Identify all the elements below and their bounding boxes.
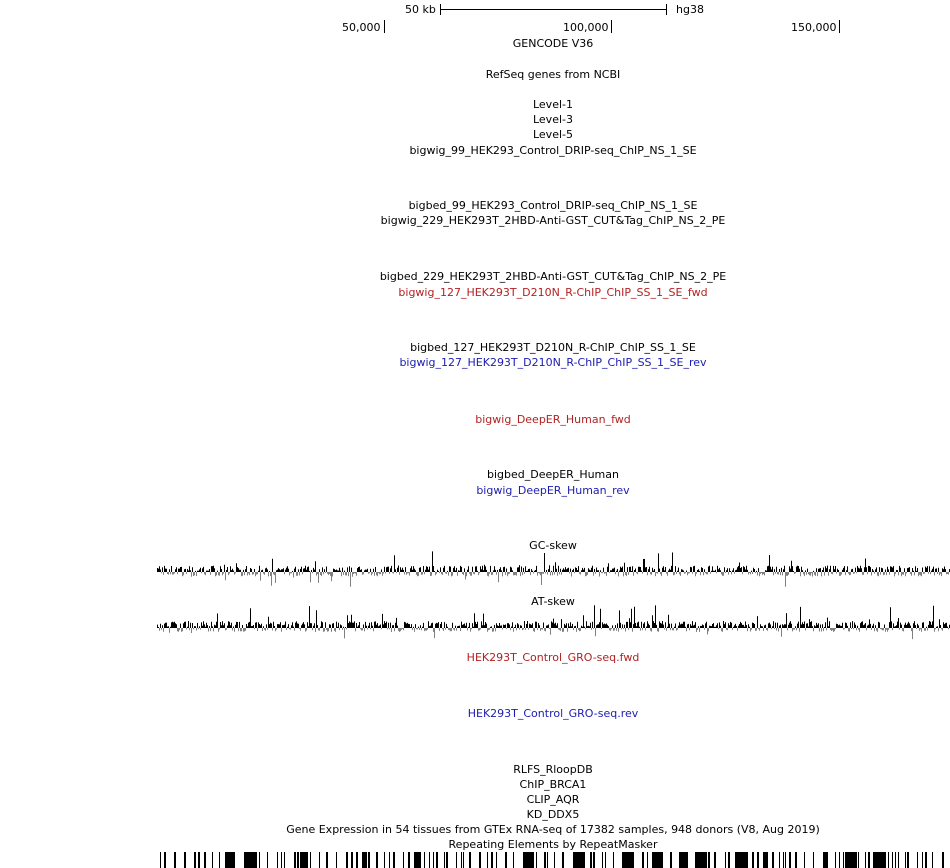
ruler-tick-label-3: 150,000 [791,21,837,34]
scale-bar-label: 50 kb [405,3,436,16]
track-label-bigwig-229[interactable]: bigwig_229_HEK293T_2HBD-Anti-GST_CUT&Tag… [380,214,726,227]
track-label-gc-skew[interactable]: GC-skew [529,539,577,552]
track-label-chip-brca1[interactable]: ChIP_BRCA1 [519,778,587,791]
track-label-bigbed-229[interactable]: bigbed_229_HEK293T_2HBD-Anti-GST_CUT&Tag… [379,270,727,283]
gc-skew-wiggle [157,551,950,587]
track-label-deeper-fwd[interactable]: bigwig_DeepER_Human_fwd [475,413,631,426]
repeatmasker-track [160,852,944,868]
track-label-kd-ddx5[interactable]: KD_DDX5 [526,808,580,821]
track-label-level-1[interactable]: Level-1 [532,98,573,111]
ruler-tick-label-2: 100,000 [563,21,609,34]
track-label-gro-seq-fwd[interactable]: HEK293T_Control_GRO-seq.fwd [466,651,640,664]
ruler-tick-label-1: 50,000 [342,21,381,34]
track-label-gtex[interactable]: Gene Expression in 54 tissues from GTEx … [286,823,820,836]
track-label-bigwig-127-fwd[interactable]: bigwig_127_HEK293T_D210N_R-ChIP_ChIP_SS_… [398,286,708,299]
track-label-clip-aqr[interactable]: CLIP_AQR [526,793,580,806]
track-label-refseq[interactable]: RefSeq genes from NCBI [485,68,621,81]
at-skew-wiggle [157,605,950,640]
track-label-gro-seq-rev[interactable]: HEK293T_Control_GRO-seq.rev [467,707,639,720]
ruler-ticks [384,20,840,33]
track-label-gencode[interactable]: GENCODE V36 [512,37,594,50]
track-label-at-skew[interactable]: AT-skew [531,595,575,608]
track-label-level-5[interactable]: Level-5 [532,128,573,141]
track-label-repeatmasker[interactable]: Repeating Elements by RepeatMasker [448,838,658,851]
track-label-bigbed-127[interactable]: bigbed_127_HEK293T_D210N_R-ChIP_ChIP_SS_… [410,341,696,354]
track-label-level-3[interactable]: Level-3 [532,113,573,126]
track-label-deeper-rev[interactable]: bigwig_DeepER_Human_rev [476,484,630,497]
track-label-bigwig-127-rev[interactable]: bigwig_127_HEK293T_D210N_R-ChIP_ChIP_SS_… [399,356,707,369]
assembly-label: hg38 [676,3,704,16]
track-label-rlfs[interactable]: RLFS_RloopDB [513,763,593,776]
track-label-bigbed-99[interactable]: bigbed_99_HEK293_Control_DRIP-seq_ChIP_N… [408,199,698,212]
track-label-bigwig-99[interactable]: bigwig_99_HEK293_Control_DRIP-seq_ChIP_N… [409,144,697,157]
scale-bar [440,4,667,15]
track-label-deeper-bigbed[interactable]: bigbed_DeepER_Human [486,468,619,481]
